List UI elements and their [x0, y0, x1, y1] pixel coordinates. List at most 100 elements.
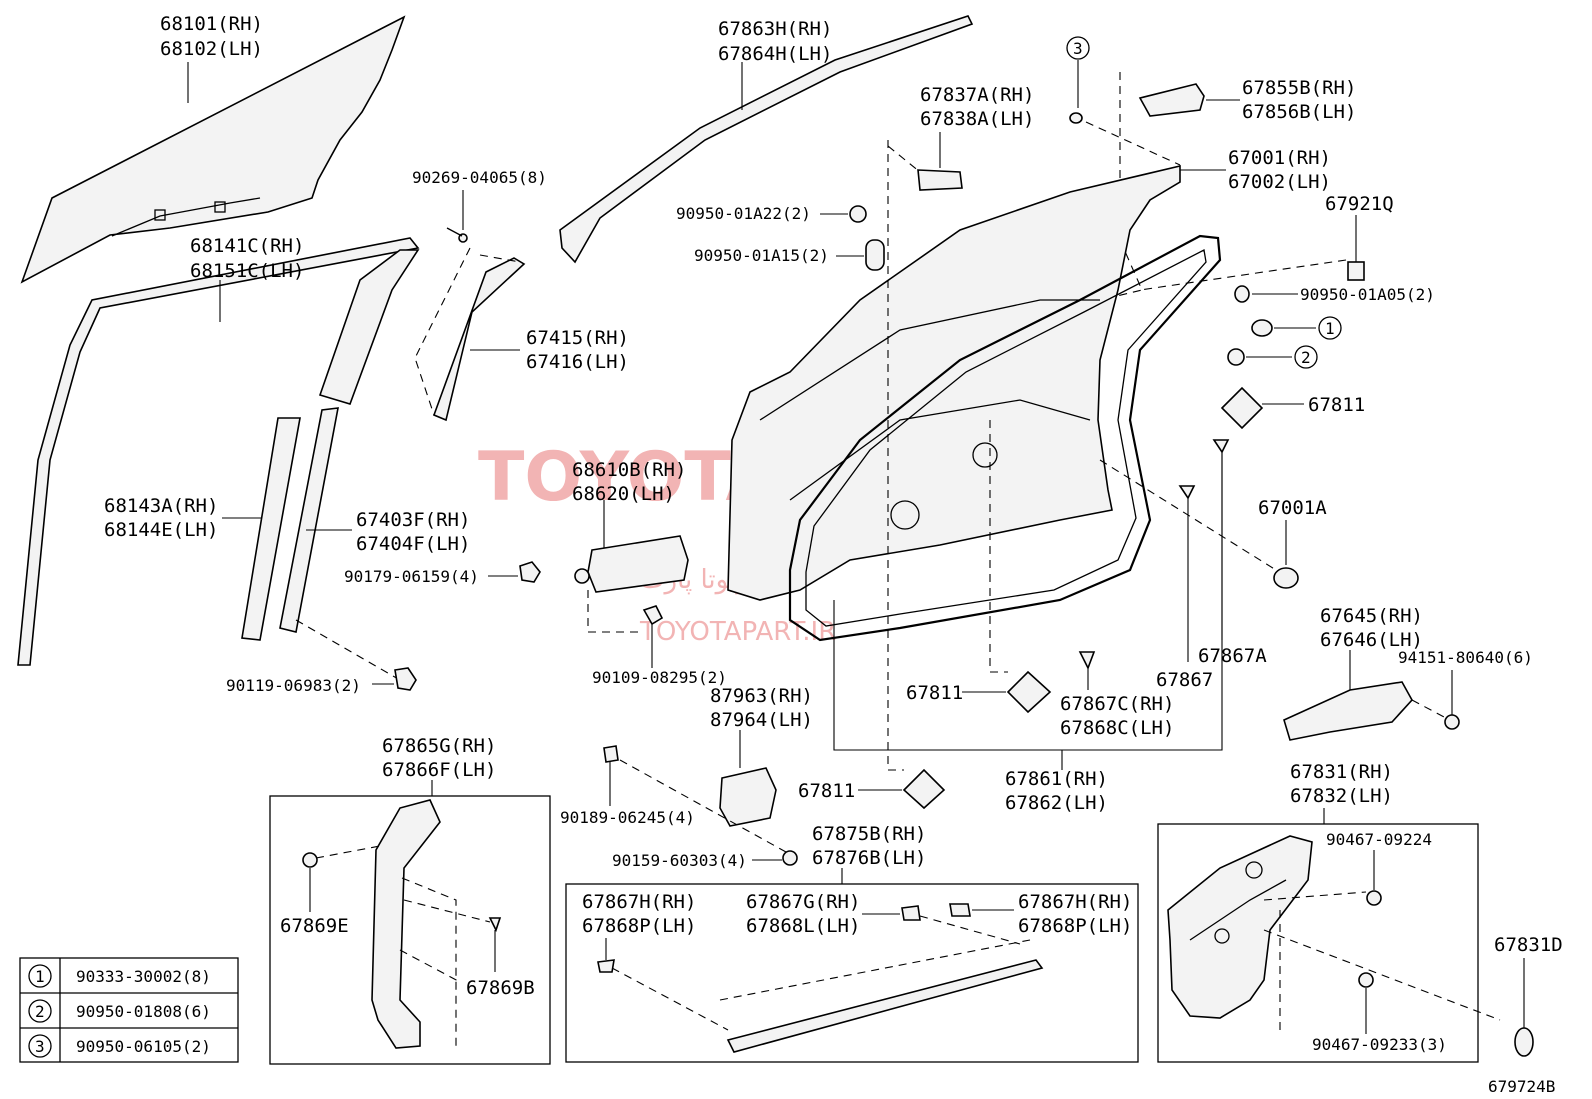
hole-plug-a22	[820, 205, 867, 223]
bolt-90109	[642, 605, 664, 668]
roof-moulding	[559, 15, 974, 264]
box-67875b	[565, 883, 1139, 1063]
label-67416: 67416(LH)	[526, 351, 629, 373]
label-67868c: 67868C(LH)	[1060, 717, 1174, 739]
watermark-url: TOYOTAPART.IR	[639, 617, 836, 647]
label-67646: 67646(LH)	[1320, 629, 1423, 651]
label-67403f: 67403F(RH)	[356, 509, 470, 531]
pad-67811-center	[962, 420, 1052, 714]
legend-num-3: 3	[35, 1037, 45, 1056]
inside-handle	[1099, 72, 1240, 301]
callout-2-text: 2	[1301, 348, 1311, 367]
box-67831	[1157, 823, 1479, 1063]
label-67856b: 67856B(LH)	[1242, 101, 1356, 123]
pad-67811-right	[1220, 386, 1304, 430]
label-87963: 87963(RH)	[710, 685, 813, 707]
label-90159: 90159-60303(4)	[612, 851, 747, 870]
callout-3-text: 3	[1073, 39, 1083, 58]
label-90467-09233: 90467-09233(3)	[1312, 1035, 1447, 1054]
legend-part-3: 90950-06105(2)	[76, 1037, 211, 1056]
box-67865g	[269, 795, 551, 1065]
weatherstrip-67415	[414, 247, 526, 422]
label-67867a: 67867A	[1198, 645, 1267, 667]
label-90189: 90189-06245(4)	[560, 808, 695, 827]
label-68102: 68102(LH)	[160, 38, 263, 60]
label-67838a: 67838A(LH)	[920, 108, 1034, 130]
legend-num-1: 1	[35, 967, 45, 986]
callout-3: 3	[1066, 36, 1181, 166]
label-68151c: 68151C(LH)	[190, 260, 304, 282]
nut-90179	[488, 561, 541, 583]
screw-90189	[603, 745, 619, 806]
label-90950-01a22: 90950-01A22(2)	[676, 204, 811, 223]
label-68141c: 68141C(RH)	[190, 235, 304, 257]
label-67862: 67862(LH)	[1005, 792, 1108, 814]
pillar-trim	[315, 799, 491, 1049]
label-67001a: 67001A	[1258, 497, 1327, 519]
label-67001: 67001(RH)	[1228, 147, 1331, 169]
label-90950-01a05: 90950-01A05(2)	[1300, 285, 1435, 304]
label-67855b: 67855B(RH)	[1242, 77, 1356, 99]
bolt-90119	[372, 667, 417, 691]
label-67832: 67832(LH)	[1290, 785, 1393, 807]
door-lock	[1167, 835, 1501, 1034]
label-67811-center: 67811	[906, 682, 963, 704]
label-90109: 90109-08295(2)	[592, 668, 727, 687]
label-67921q: 67921Q	[1325, 193, 1394, 215]
diagram-ref-number: 679724B	[1488, 1077, 1555, 1096]
label-90119: 90119-06983(2)	[226, 676, 361, 695]
legend-table: 1 2 3 90333-30002(8) 90950-01808(6) 9095…	[19, 957, 239, 1063]
label-67415: 67415(RH)	[526, 327, 629, 349]
legend-part-1: 90333-30002(8)	[76, 967, 211, 986]
label-67837a: 67837A(RH)	[920, 84, 1034, 106]
clip-67869e	[302, 852, 318, 912]
pillar-garnish-68143a	[222, 417, 301, 641]
label-67863h: 67863H(RH)	[718, 18, 832, 40]
label-67831d: 67831D	[1494, 934, 1563, 956]
run-channel	[17, 237, 420, 666]
label-67867h-2: 67867H(RH)	[1018, 891, 1132, 913]
label-67875b: 67875B(RH)	[812, 823, 926, 845]
bracket-87963	[619, 730, 787, 853]
label-67867g: 67867G(RH)	[746, 891, 860, 913]
label-67002: 67002(LH)	[1228, 171, 1331, 193]
label-67868p-1: 67868P(LH)	[582, 915, 696, 937]
legend-part-2: 90950-01808(6)	[76, 1002, 211, 1021]
label-90269: 90269-04065(8)	[412, 168, 547, 187]
label-67645: 67645(RH)	[1320, 605, 1423, 627]
label-67866f: 67866F(LH)	[382, 759, 496, 781]
door-check	[574, 500, 689, 633]
label-67868l: 67868L(LH)	[746, 915, 860, 937]
label-94151: 94151-80640(6)	[1398, 648, 1533, 667]
cap-67001a	[1099, 459, 1299, 589]
door-glass	[20, 15, 406, 284]
pad-67811-lower	[858, 140, 946, 810]
screw-90467-09224	[1366, 850, 1382, 906]
legend-num-2: 2	[35, 1002, 45, 1021]
clip-67837a	[887, 132, 963, 191]
label-90950-01a15: 90950-01A15(2)	[694, 246, 829, 265]
callout-2: 2	[1227, 345, 1318, 369]
label-87964: 87964(LH)	[710, 709, 813, 731]
screw-90269	[446, 190, 468, 243]
hole-plug-a15	[836, 239, 885, 271]
cap-67831d	[1514, 958, 1534, 1057]
callout-1: 1	[1251, 316, 1342, 340]
clip-67867h-1	[597, 938, 615, 973]
label-67867c: 67867C(RH)	[1060, 693, 1174, 715]
label-67811-lower: 67811	[798, 780, 855, 802]
label-90467-09224: 90467-09224	[1326, 830, 1432, 849]
label-67864h: 67864H(LH)	[718, 43, 832, 65]
screw-90159	[752, 850, 798, 866]
label-68620: 68620(LH)	[572, 483, 675, 505]
bracket-67645	[1283, 650, 1460, 741]
label-67869e: 67869E	[280, 915, 349, 937]
rear-channel-67403f	[279, 407, 401, 681]
label-68101: 68101(RH)	[160, 13, 263, 35]
label-67867h-1: 67867H(RH)	[582, 891, 696, 913]
clip-67869b	[488, 917, 502, 972]
belt-moulding	[611, 915, 1044, 1053]
callout-1-text: 1	[1325, 319, 1335, 338]
label-68143a: 68143A(RH)	[104, 495, 218, 517]
